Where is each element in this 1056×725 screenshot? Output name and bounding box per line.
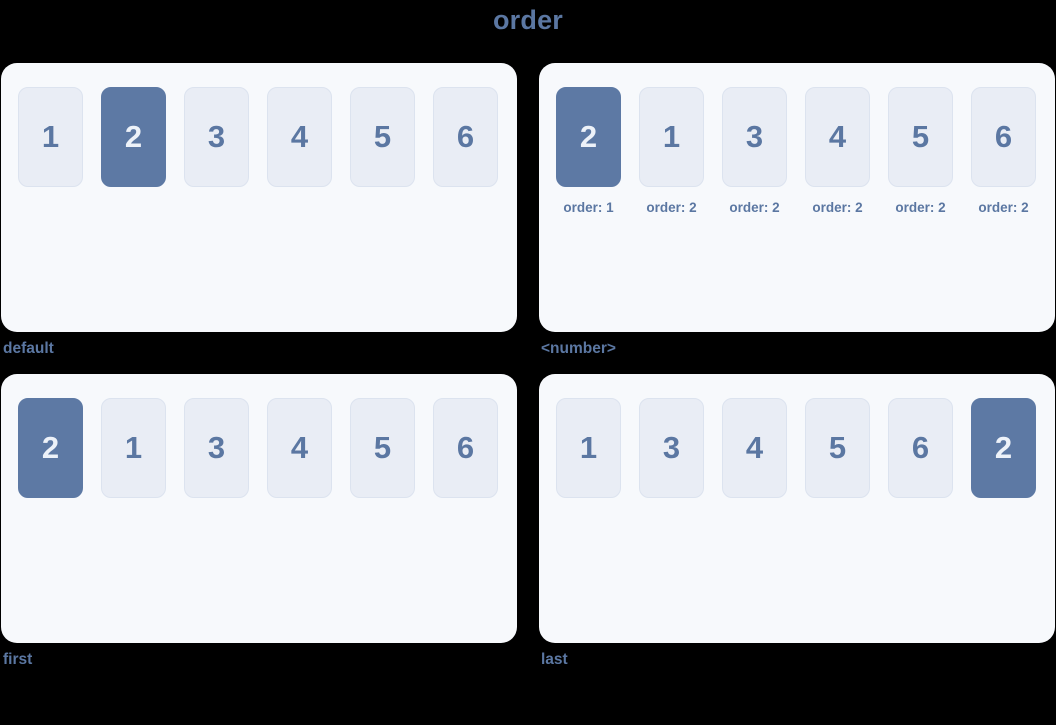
- flex-item-box: 3: [184, 87, 249, 187]
- flex-item-box: 6: [888, 398, 953, 498]
- order-label: order: 2: [729, 200, 780, 215]
- flex-item-box: 2: [971, 398, 1036, 498]
- flex-item-box: 4: [722, 398, 787, 498]
- flex-item: 5 order: 2: [888, 87, 953, 215]
- flex-container: 1 2 3 4 5 6: [1, 63, 517, 332]
- demo-panel: 1 3 4 5 6 2 last: [539, 374, 1055, 669]
- flex-item: 1: [556, 398, 621, 498]
- demo-panel: 2 1 3 4 5 6 first: [1, 374, 517, 669]
- flex-item: 2: [971, 398, 1036, 498]
- flex-item: 3: [184, 398, 249, 498]
- flex-item-box: 1: [18, 87, 83, 187]
- flex-item-box: 1: [639, 87, 704, 187]
- flex-item-box: 5: [888, 87, 953, 187]
- flex-item-box: 4: [267, 87, 332, 187]
- flex-item-box: 1: [556, 398, 621, 498]
- flex-item-box: 2: [556, 87, 621, 187]
- flex-item: 1 order: 2: [639, 87, 704, 215]
- flex-container: 2 1 3 4 5 6: [1, 374, 517, 643]
- flex-item-box: 6: [433, 398, 498, 498]
- flex-item: 4: [267, 87, 332, 187]
- order-label: order: 2: [646, 200, 697, 215]
- panel-caption: first: [3, 651, 33, 668]
- flex-item-box: 2: [101, 87, 166, 187]
- flex-item-box: 6: [971, 87, 1036, 187]
- panels-grid: 1 2 3 4 5 6 default 2 order: 1 1 order: …: [0, 63, 1056, 669]
- panel-caption: last: [541, 651, 568, 668]
- flex-item: 4: [267, 398, 332, 498]
- panel-caption: <number>: [541, 340, 616, 357]
- flex-item: 1: [18, 87, 83, 187]
- order-demo-page: order 1 2 3 4 5 6 default 2 order: 1 1 o…: [0, 5, 1056, 669]
- order-label: order: 1: [563, 200, 614, 215]
- panel-caption: default: [3, 340, 54, 357]
- flex-item-box: 3: [639, 398, 704, 498]
- flex-container: 1 3 4 5 6 2: [539, 374, 1055, 643]
- flex-item-box: 5: [350, 87, 415, 187]
- flex-item: 4 order: 2: [805, 87, 870, 215]
- flex-item-box: 4: [267, 398, 332, 498]
- flex-item-box: 3: [722, 87, 787, 187]
- flex-item: 5: [805, 398, 870, 498]
- flex-item: 2 order: 1: [556, 87, 621, 215]
- flex-item: 2: [18, 398, 83, 498]
- flex-item: 6: [433, 87, 498, 187]
- flex-item-box: 1: [101, 398, 166, 498]
- demo-panel: 2 order: 1 1 order: 2 3 order: 2 4 order…: [539, 63, 1055, 358]
- demo-panel: 1 2 3 4 5 6 default: [1, 63, 517, 358]
- flex-item: 2: [101, 87, 166, 187]
- flex-item: 1: [101, 398, 166, 498]
- flex-item-box: 4: [805, 87, 870, 187]
- flex-item: 5: [350, 87, 415, 187]
- flex-item-box: 3: [184, 398, 249, 498]
- flex-container: 2 order: 1 1 order: 2 3 order: 2 4 order…: [539, 63, 1055, 332]
- flex-item: 6 order: 2: [971, 87, 1036, 215]
- flex-item: 3 order: 2: [722, 87, 787, 215]
- flex-item: 4: [722, 398, 787, 498]
- flex-item: 3: [639, 398, 704, 498]
- flex-item: 6: [888, 398, 953, 498]
- flex-item: 5: [350, 398, 415, 498]
- flex-item: 3: [184, 87, 249, 187]
- flex-item-box: 5: [805, 398, 870, 498]
- order-label: order: 2: [895, 200, 946, 215]
- flex-item-box: 2: [18, 398, 83, 498]
- order-label: order: 2: [978, 200, 1029, 215]
- page-title: order: [492, 5, 564, 35]
- order-label: order: 2: [812, 200, 863, 215]
- flex-item-box: 5: [350, 398, 415, 498]
- flex-item: 6: [433, 398, 498, 498]
- flex-item-box: 6: [433, 87, 498, 187]
